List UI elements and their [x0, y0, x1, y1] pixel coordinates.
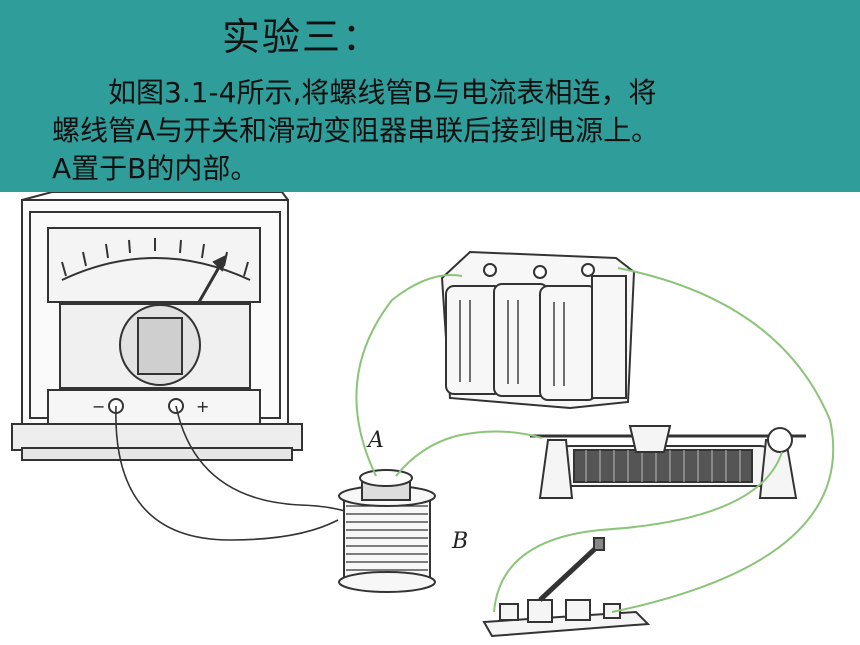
meter-wires	[115, 405, 349, 541]
switch-icon	[482, 537, 651, 638]
circuit-wires	[355, 267, 835, 613]
body-line-2: 螺线管A与开关和滑动变阻器串联后接到电源上。	[52, 114, 660, 147]
experiment-illustration: − +	[11, 192, 835, 638]
rheostat-icon	[530, 425, 806, 499]
body-line-3: A置于B的内部。	[52, 152, 259, 185]
meter-minus-label: −	[92, 397, 105, 416]
meter-plus-label: +	[196, 397, 209, 416]
battery-icon	[440, 250, 636, 410]
header-band: 实验三： 如图3.1-4所示,将螺线管B与电流表相连，将 螺线管A与开关和滑动变…	[0, 0, 860, 192]
galvanometer-icon	[11, 192, 303, 461]
coil-icon	[338, 469, 436, 593]
slide-body: 如图3.1-4所示,将螺线管B与电流表相连，将 螺线管A与开关和滑动变阻器串联后…	[52, 74, 812, 188]
coil-label-b: B	[451, 529, 468, 554]
body-line-1: 如图3.1-4所示,将螺线管B与电流表相连，将	[108, 76, 657, 109]
coil-label-a: A	[366, 428, 384, 453]
slide-title: 实验三：	[222, 15, 383, 59]
